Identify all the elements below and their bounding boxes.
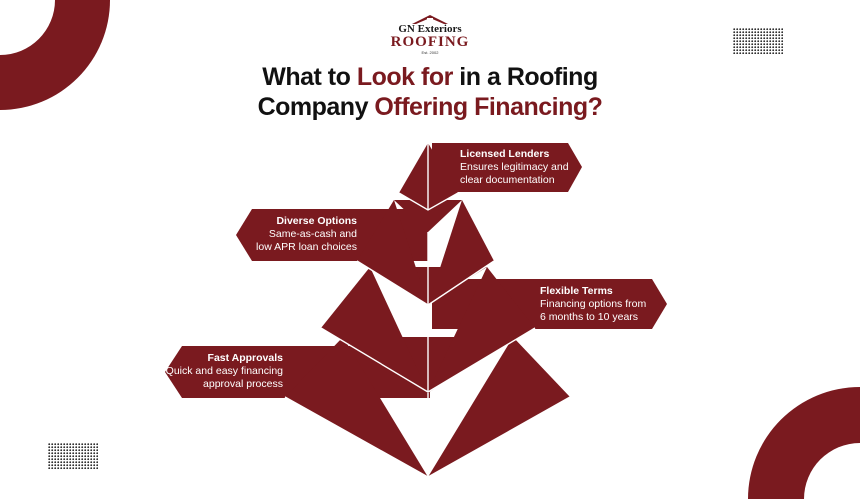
pyramid-level-2-right <box>428 200 494 305</box>
pyramid-level-2-top <box>394 200 462 232</box>
level-label-flexible-terms: Flexible Terms Financing options from 6 … <box>540 285 646 324</box>
pyramid-level-2-left <box>357 200 428 305</box>
label-arrow-licensed-lenders <box>432 143 582 192</box>
dot-grid-top-right <box>733 28 783 54</box>
level-desc-line2: approval process <box>203 378 283 390</box>
level-desc-line1: Same-as-cash and <box>268 228 357 240</box>
level-label-diverse-options: Diverse Options Same-as-cash and low APR… <box>240 215 357 254</box>
pyramid-level-3-left <box>321 267 428 392</box>
level-name: Fast Approvals <box>207 352 283 364</box>
pyramid-level-1-left <box>399 143 428 210</box>
level-desc-line1: Ensures legitimacy and <box>460 161 569 173</box>
pyramid-level-1-right <box>428 143 458 210</box>
level-desc-line2: 6 months to 10 years <box>540 311 639 323</box>
level-desc-line2: low APR loan choices <box>256 241 357 253</box>
level-name: Diverse Options <box>276 215 357 227</box>
dot-grid-bottom-left <box>48 443 98 469</box>
logo-top-text: GN Exteriors <box>398 23 462 35</box>
page-title: What to Look for in a Roofing Company Of… <box>257 63 603 121</box>
logo-sub-text: Est. 2002 <box>421 50 439 55</box>
roof-icon <box>412 15 448 24</box>
level-desc-line1: Financing options from <box>540 298 647 310</box>
pyramid-level-3-right <box>428 267 535 392</box>
level-desc-line2: clear documentation <box>460 174 555 186</box>
company-logo: GN Exteriors ROOFING Est. 2002 <box>388 14 472 55</box>
decorative-arc-top-left <box>0 0 110 110</box>
pyramid-level-4-left <box>285 337 428 477</box>
level-name: Flexible Terms <box>540 285 613 297</box>
level-label-fast-approvals: Fast Approvals Quick and easy financing … <box>160 352 283 391</box>
decorative-arc-bottom-right <box>748 387 860 499</box>
level-label-licensed-lenders: Licensed Lenders Ensures legitimacy and … <box>460 148 569 187</box>
level-desc-line1: Quick and easy financing <box>165 365 283 377</box>
level-name: Licensed Lenders <box>460 148 550 160</box>
pyramid-level-4-right <box>428 337 570 477</box>
logo-main-text: ROOFING <box>390 34 470 50</box>
